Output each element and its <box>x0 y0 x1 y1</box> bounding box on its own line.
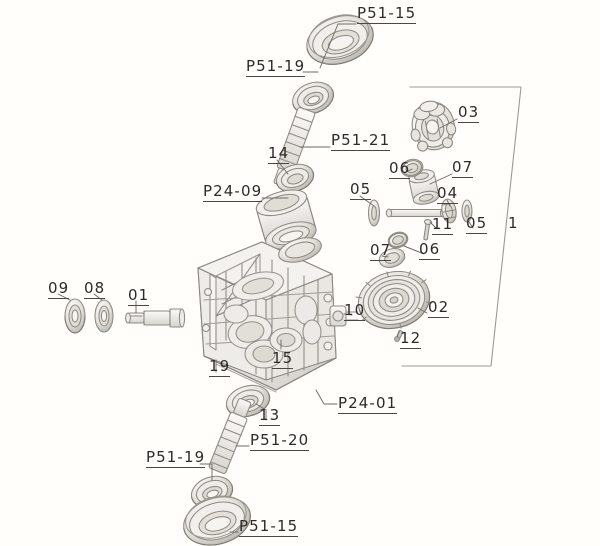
callout-10[interactable]: 10 <box>344 301 366 321</box>
leader-09 <box>57 293 71 301</box>
part-bearing-bottom <box>183 495 251 546</box>
callout-07-upper[interactable]: 07 <box>452 158 474 178</box>
part-assembly-03 <box>410 100 457 152</box>
part-washer-05-right <box>461 199 473 223</box>
callout-15[interactable]: 15 <box>272 349 294 369</box>
callout-group-1[interactable]: 1 <box>508 214 519 232</box>
leader-03 <box>439 118 458 129</box>
part-washer-05-left <box>367 199 381 227</box>
callout-06-upper[interactable]: 06 <box>389 159 411 179</box>
callout-06-lower[interactable]: 06 <box>419 240 441 260</box>
callout-p51-15-top[interactable]: P51-15 <box>357 4 417 24</box>
leader-13 <box>255 403 267 421</box>
part-ring-06-upper <box>400 158 424 178</box>
leader-07-upper <box>429 173 453 185</box>
part-washer-04 <box>441 198 457 224</box>
leader-02 <box>417 307 428 314</box>
leader-10 <box>343 313 353 316</box>
callout-05-left[interactable]: 05 <box>350 180 372 200</box>
part-bearing-housing-top <box>278 237 322 263</box>
leader-07-lower <box>381 255 389 258</box>
part-bearing-upper <box>292 81 334 115</box>
callout-08[interactable]: 08 <box>84 279 106 299</box>
part-bearing-lower <box>190 475 234 509</box>
callout-12[interactable]: 12 <box>400 329 422 349</box>
part-bearing-top <box>306 14 374 65</box>
leader-08 <box>93 293 103 301</box>
leader-06-upper <box>403 168 413 174</box>
leader-11 <box>429 221 437 229</box>
callout-07-lower[interactable]: 07 <box>370 241 392 261</box>
callout-13[interactable]: 13 <box>259 406 281 426</box>
part-seal-08 <box>94 299 114 333</box>
leader-06-lower <box>403 245 425 255</box>
leader-14 <box>276 159 289 175</box>
leader-12 <box>396 330 400 338</box>
callout-05-right[interactable]: 05 <box>466 214 488 234</box>
callout-p51-21[interactable]: P51-21 <box>331 131 391 151</box>
callout-02[interactable]: 02 <box>428 298 450 318</box>
group-bracket-1 <box>401 86 522 367</box>
callout-p51-15-bot[interactable]: P51-15 <box>239 517 299 537</box>
callout-09[interactable]: 09 <box>48 279 70 299</box>
part-boss-10 <box>329 305 359 327</box>
part-shaft-01 <box>125 308 186 328</box>
leader-p51-15-top <box>319 23 357 69</box>
leader-05-left <box>359 195 375 207</box>
leader-05-right <box>468 221 474 229</box>
leader-p51-19-bot <box>199 463 213 481</box>
callout-p24-01[interactable]: P24-01 <box>338 394 398 414</box>
callout-11[interactable]: 11 <box>432 215 454 235</box>
callout-03[interactable]: 03 <box>458 103 480 123</box>
callout-p51-20[interactable]: P51-20 <box>250 431 310 451</box>
leader-p24-01 <box>315 389 338 405</box>
callout-01[interactable]: 01 <box>128 286 150 306</box>
part-bolt-11 <box>423 219 433 241</box>
part-large-gear-02 <box>355 270 433 330</box>
callout-p24-09[interactable]: P24-09 <box>203 182 263 202</box>
part-ring-06-lower <box>387 231 409 249</box>
part-gear-housing <box>197 241 337 393</box>
callout-14[interactable]: 14 <box>268 144 290 164</box>
callout-p51-19-top[interactable]: P51-19 <box>246 57 306 77</box>
callout-p51-19-bot[interactable]: P51-19 <box>146 448 206 468</box>
callout-19[interactable]: 19 <box>209 357 231 377</box>
part-seal-09 <box>64 298 86 334</box>
callout-04[interactable]: 04 <box>437 184 459 204</box>
